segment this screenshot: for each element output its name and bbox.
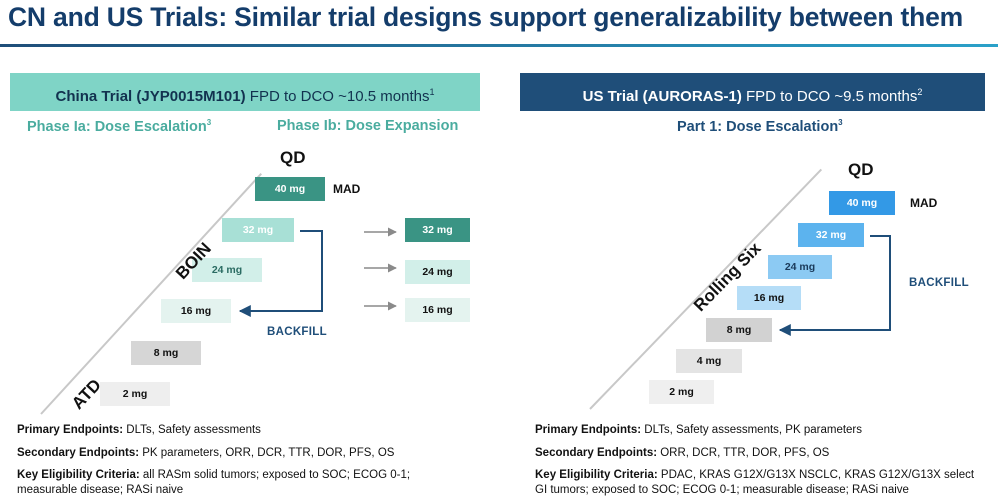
us-secondary-endpoints: Secondary Endpoints: ORR, DCR, TTR, DOR,… [535,447,829,459]
china-phase-ia-footnote: 3 [206,118,212,127]
china-qd-label: QD [280,148,306,167]
china-secondary-endpoints: Secondary Endpoints: PK parameters, ORR,… [17,447,394,459]
china-trial-duration: FPD to DCO ~10.5 months [245,88,430,105]
china-primary-label: Primary Endpoints: [17,424,124,436]
china-expansion-16mg: 16 mg [405,298,470,322]
china-expansion-arrows [364,227,397,311]
china-phase-ia-text: Phase Ia: Dose Escalation [27,118,207,135]
us-secondary-text: ORR, DCR, TTR, DOR, PFS, OS [657,447,830,459]
us-trial-name: US Trial (AURORAS-1) [582,88,742,105]
china-dose-32mg: 32 mg [222,218,294,242]
china-trial-name: China Trial (JYP0015M101) [55,88,246,105]
us-part1-footnote: 3 [838,118,843,127]
us-backfill-arrow-icon [778,235,891,336]
china-mad-label: MAD [333,182,361,196]
china-dose-40mg: 40 mg [255,177,325,201]
us-dose-16mg: 16 mg [737,286,801,310]
china-secondary-text: PK parameters, ORR, DCR, TTR, DOR, PFS, … [139,447,395,459]
china-dose-2mg: 2 mg [100,382,170,406]
china-expansion-32mg: 32 mg [405,218,470,242]
us-primary-label: Primary Endpoints: [535,424,642,436]
china-phase-ib-label: Phase Ib: Dose Expansion [277,118,459,134]
us-part1-label: Part 1: Dose Escalation3 [677,118,843,135]
china-trial-header: China Trial (JYP0015M101) FPD to DCO ~10… [10,73,480,111]
china-eligibility-text-1: all RASm solid tumors; exposed to SOC; E… [139,469,411,481]
us-dose-32mg: 32 mg [798,223,864,247]
us-eligibility-criteria: Key Eligibility Criteria: PDAC, KRAS G12… [535,469,974,481]
us-qd-label: QD [848,160,874,179]
china-expansion-24mg: 24 mg [405,260,470,284]
us-dose-2mg: 2 mg [649,380,714,404]
us-dose-8mg: 8 mg [706,318,772,342]
china-eligibility-label: Key Eligibility Criteria: [17,469,140,481]
us-trial-footnote: 2 [917,87,923,97]
china-backfill-arrow-icon [238,230,323,317]
china-eligibility-criteria: Key Eligibility Criteria: all RASm solid… [17,469,410,481]
china-secondary-label: Secondary Endpoints: [17,447,140,459]
china-dose-24mg: 24 mg [192,258,262,282]
us-backfill-label: BACKFILL [909,277,969,289]
us-dose-24mg: 24 mg [768,255,832,279]
page-title: CN and US Trials: Similar trial designs … [8,2,964,32]
china-primary-text: DLTs, Safety assessments [123,424,261,436]
us-eligibility-criteria-cont: GI tumors; exposed to SOC; ECOG 0-1; mea… [535,484,909,496]
us-mad-label: MAD [910,196,938,210]
us-dose-40mg: 40 mg [829,191,895,215]
us-primary-text: DLTs, Safety assessments, PK parameters [641,424,863,436]
us-eligibility-text-1: PDAC, KRAS G12X/G13X NSCLC, KRAS G12X/G1… [657,469,975,481]
china-primary-endpoints: Primary Endpoints: DLTs, Safety assessme… [17,424,261,436]
us-dose-4mg: 4 mg [676,349,742,373]
title-underline [0,44,998,47]
china-dose-16mg: 16 mg [161,299,231,323]
us-eligibility-label: Key Eligibility Criteria: [535,469,658,481]
china-trial-footnote: 1 [429,87,435,97]
us-trial-duration: FPD to DCO ~9.5 months [741,88,918,105]
us-secondary-label: Secondary Endpoints: [535,447,658,459]
china-eligibility-criteria-cont: measurable disease; RASi naive [17,484,184,496]
china-dose-8mg: 8 mg [131,341,201,365]
us-primary-endpoints: Primary Endpoints: DLTs, Safety assessme… [535,424,862,436]
us-part1-text: Part 1: Dose Escalation [677,118,839,135]
china-backfill-label: BACKFILL [267,326,327,338]
china-phase-ia-label: Phase Ia: Dose Escalation3 [27,118,211,135]
us-trial-header: US Trial (AURORAS-1) FPD to DCO ~9.5 mon… [520,73,985,111]
